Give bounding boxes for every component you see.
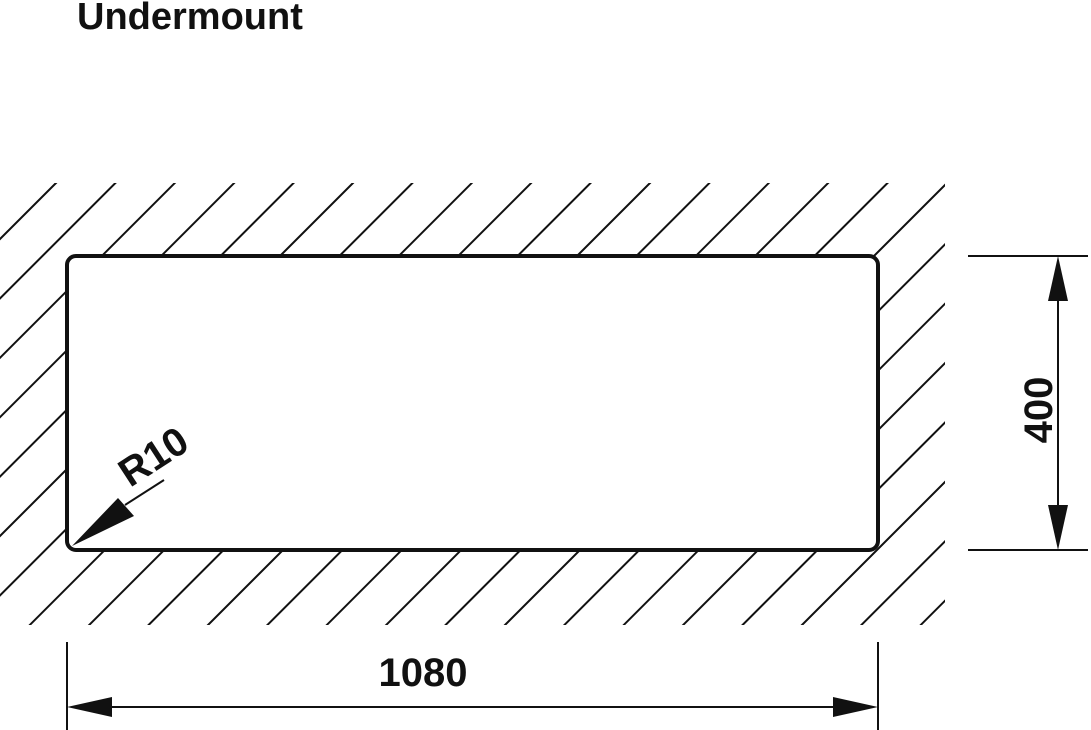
drawing-title: Undermount (77, 0, 303, 38)
width-label: 1080 (379, 651, 468, 695)
height-label: 400 (1017, 377, 1061, 444)
sink-cutout-outline (65, 254, 880, 552)
width-dimension: 1080 (66, 642, 879, 730)
height-dimension: 400 (968, 255, 1088, 551)
